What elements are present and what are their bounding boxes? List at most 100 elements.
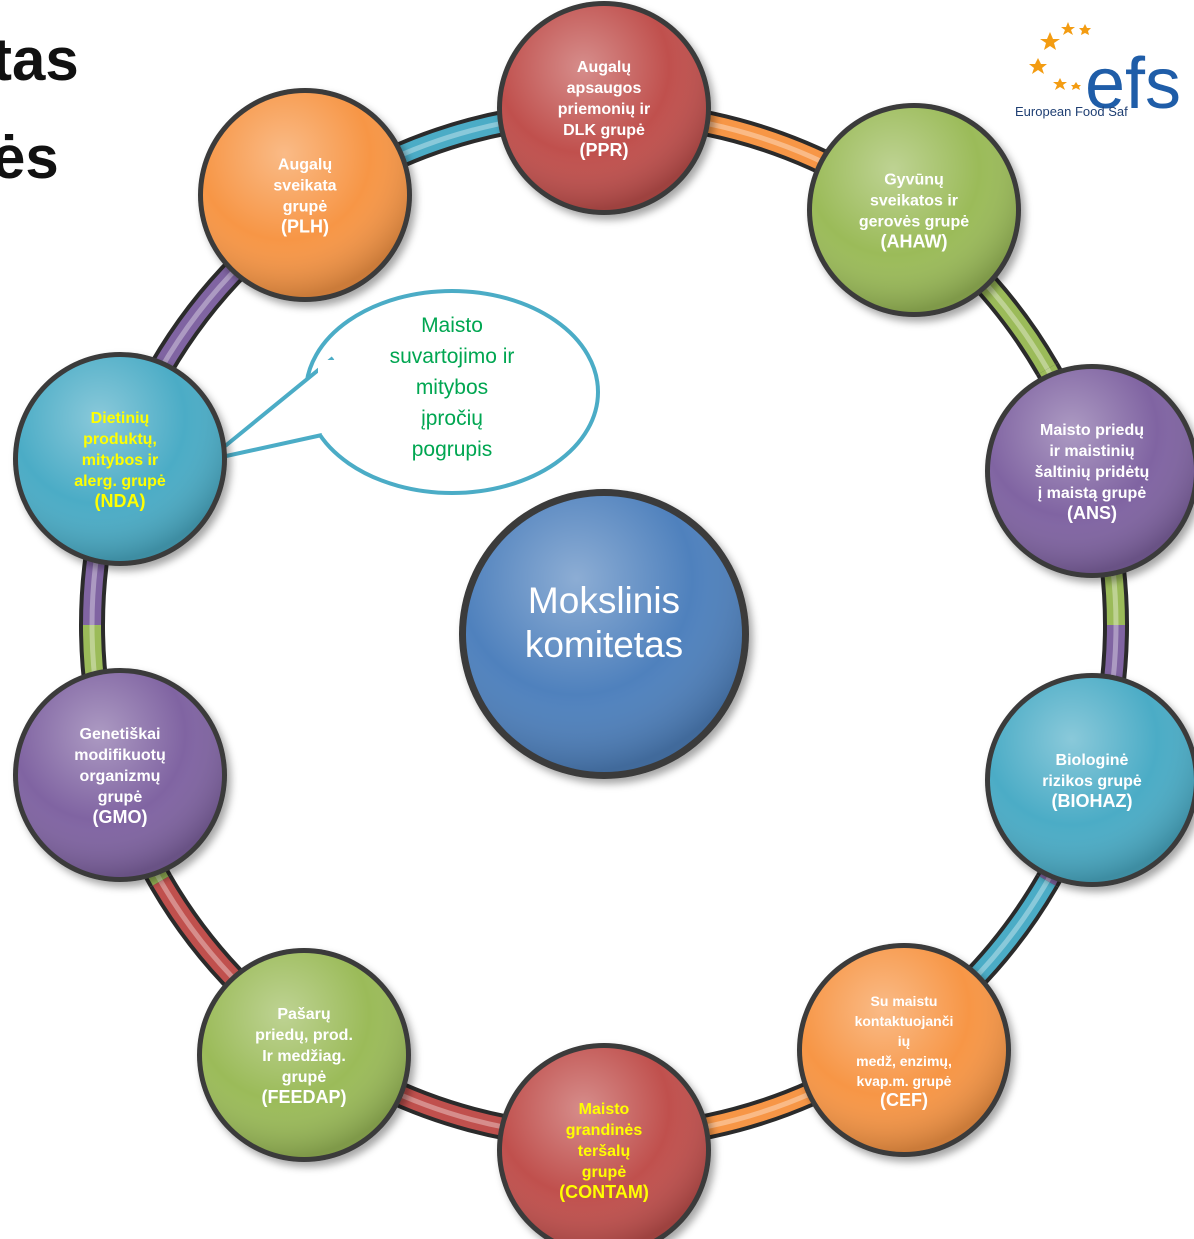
efsa-logo-stars (1029, 22, 1091, 90)
panel-label-line: Biologinė (1056, 752, 1129, 769)
panel-code: (CEF) (880, 1090, 928, 1110)
panel-gloss (812, 108, 1016, 312)
panel-label: Gyvūnų sveikatos ir gerovės grupė(AHAW) (859, 172, 969, 252)
panel-label-line: kvap.m. grupė (857, 1073, 952, 1089)
panel-gloss (502, 1048, 706, 1239)
panel-label-line: priemonių ir (558, 101, 650, 118)
panel-label-line: Dietinių (91, 410, 150, 427)
panel-label-line: grupė (283, 199, 328, 216)
panel-contam: Maisto grandinės teršalų grupė(CONTAM) (497, 1043, 711, 1239)
panel-label-line: gerovės grupė (859, 214, 969, 231)
panel-label: Su maistu kontaktuojanči ių medž, enzimų, kv… (855, 993, 954, 1110)
efsa-logo-subtitle: European Food Saf (1015, 104, 1128, 119)
star-icon (1071, 82, 1081, 90)
panel-label-line: Augalų (577, 59, 631, 76)
panel-code: (CONTAM) (559, 1182, 649, 1202)
panel-label: Genetiškai modifikuotų organizmų grupė(GMO) (74, 726, 166, 827)
panel-code: (BIOHAZ) (1052, 791, 1133, 811)
panel-label-line: kontaktuojanči (855, 1013, 954, 1029)
panel-label-line: alerg. grupė (74, 473, 166, 490)
panel-label-line: grupė (98, 789, 143, 806)
panel-label-line: DLK grupė (563, 122, 645, 139)
panel-label-line: Maisto priedų (1040, 422, 1144, 439)
panel-code: (PPR) (580, 140, 629, 160)
star-icon (1053, 78, 1067, 90)
page-title-line-2: ės (0, 124, 59, 191)
panel-gloss (990, 369, 1194, 573)
panel-label-line: Maisto (579, 1101, 630, 1118)
center-circle-gloss (466, 496, 742, 772)
panel-label-line: ių (898, 1033, 910, 1049)
star-icon (1040, 32, 1060, 50)
panel-cef: Su maistu kontaktuojanči ių medž, enzimų, kv… (797, 943, 1011, 1157)
panel-label: Augalų sveikata grupė(PLH) (273, 157, 336, 237)
panel-code: (GMO) (93, 807, 148, 827)
panel-label-line: teršalų (578, 1143, 630, 1160)
panel-ppr: Augalų apsaugos priemonių ir DLK grupė(PPR) (497, 1, 711, 215)
callout-line: įpročių (421, 407, 483, 430)
panel-label-line: priedų, prod. (255, 1027, 353, 1044)
panel-label-line: sveikata (273, 178, 336, 195)
panel-gloss (990, 678, 1194, 882)
panel-label-line: mitybos ir (82, 452, 158, 469)
panel-code: (AHAW) (881, 232, 948, 252)
panel-code: (ANS) (1067, 503, 1117, 523)
panel-plh: Augalų sveikata grupė(PLH) (198, 88, 412, 302)
panel-gloss (202, 953, 406, 1157)
center-title-line: komitetas (525, 624, 683, 665)
panel-label-line: modifikuotų (74, 747, 166, 764)
panel-gloss (18, 673, 222, 877)
panel-label-line: į maistą grupė (1038, 485, 1147, 502)
panel-label-line: produktų, (83, 431, 157, 448)
panel-feedap: Pašarų priedų, prod. Ir medžiag. grupė(FEED… (197, 948, 411, 1162)
panel-label-line: organizmų (80, 768, 161, 785)
panel-label-line: Su maistu (871, 993, 938, 1009)
panel-nda: Dietinių produktų, mitybos ir alerg. grupė(… (13, 352, 227, 566)
page-title-line-1: tas (0, 26, 79, 93)
panel-label: Dietinių produktų, mitybos ir alerg. grupė(… (74, 410, 166, 511)
panel-label-line: ir maistinių (1049, 443, 1134, 460)
panel-label-line: Pašarų (277, 1006, 330, 1023)
panel-gloss (18, 357, 222, 561)
star-icon (1079, 24, 1091, 35)
panel-label: Biologinė rizikos grupė(BIOHAZ) (1042, 752, 1142, 811)
callout-line: Maisto (421, 314, 483, 337)
panel-gloss (802, 948, 1006, 1152)
panel-label: Pašarų priedų, prod. Ir medžiag. grupė(FEED… (255, 1006, 353, 1107)
panel-gmo: Genetiškai modifikuotų organizmų grupė(GMO) (13, 668, 227, 882)
center-title-line: Mokslinis (528, 580, 680, 621)
panel-label-line: rizikos grupė (1042, 773, 1142, 790)
panel-biohaz: Biologinė rizikos grupė(BIOHAZ) (985, 673, 1194, 887)
panel-code: (FEEDAP) (262, 1087, 347, 1107)
panel-label-line: Augalų (278, 157, 332, 174)
callout-line: mitybos (416, 376, 488, 399)
panel-ahaw: Gyvūnų sveikatos ir gerovės grupė(AHAW) (807, 103, 1021, 317)
panel-label-line: grandinės (566, 1122, 643, 1139)
callout-tail (206, 356, 335, 462)
panel-label-line: Gyvūnų (884, 172, 944, 189)
callout-text: Maisto suvartojimo ir mitybos įpročių pogrup… (390, 314, 515, 461)
panel-code: (PLH) (281, 217, 329, 237)
panel-label-line: grupė (582, 1164, 627, 1181)
panel-label-line: apsaugos (567, 80, 642, 97)
star-icon (1029, 58, 1047, 74)
panel-code: (NDA) (95, 491, 146, 511)
panel-gloss (203, 93, 407, 297)
star-icon (1061, 22, 1075, 35)
panel-label-line: Ir medžiag. (262, 1048, 346, 1065)
panel-label-line: Genetiškai (80, 726, 161, 743)
panel-label: Maisto grandinės teršalų grupė(CONTAM) (559, 1101, 649, 1202)
callout-line: suvartojimo ir (390, 345, 515, 368)
callout-line: pogrupis (412, 438, 493, 461)
callout-tail-cover (318, 360, 340, 432)
panel-label: Augalų apsaugos priemonių ir DLK grupė(PPR) (558, 59, 650, 160)
panel-label-line: sveikatos ir (870, 193, 958, 210)
panel-label-line: medž, enzimų, (856, 1053, 952, 1069)
panel-label-line: grupė (282, 1069, 327, 1086)
efsa-logo-mark: efs (1085, 44, 1182, 124)
